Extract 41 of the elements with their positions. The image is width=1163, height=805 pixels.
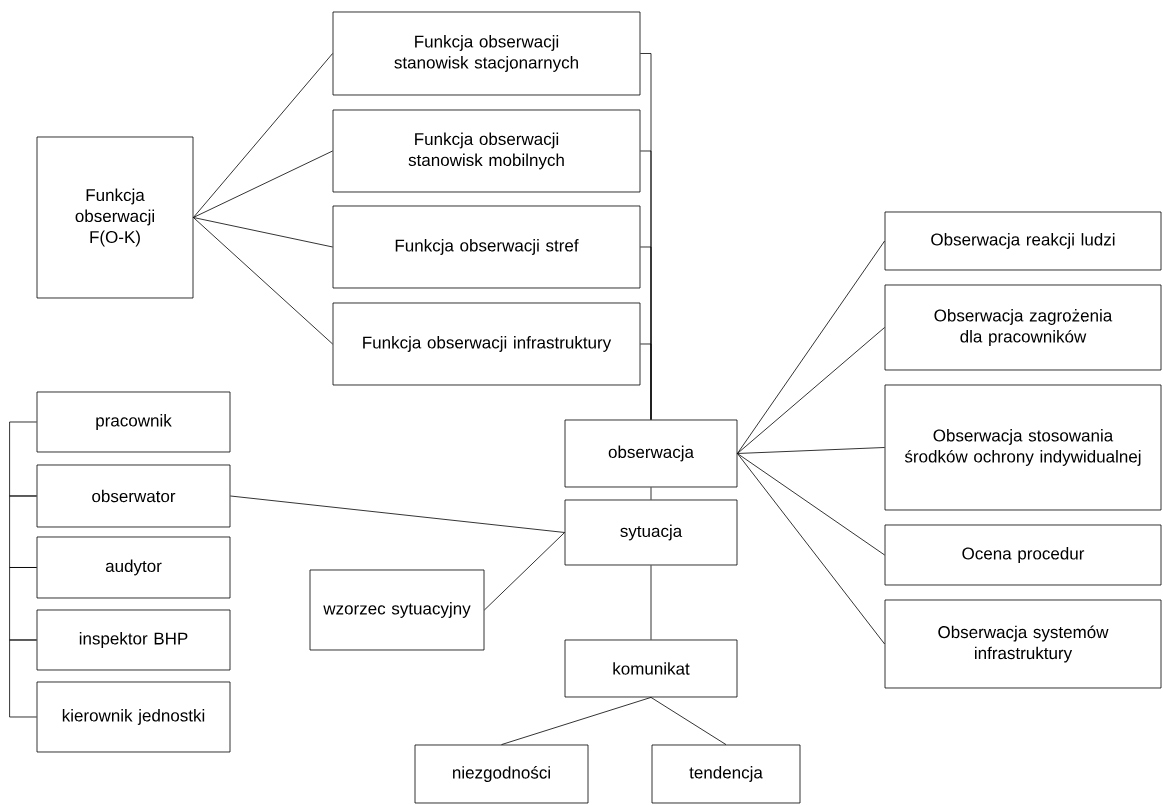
role-box: pracownik [36,391,231,453]
connector-line [484,532,565,611]
result-box: tendencja [651,744,801,804]
connector-line [193,217,333,345]
observation-box: Ocena procedur [884,524,1162,586]
connector-line [230,495,565,533]
bracket-line [9,495,37,568]
connector-line [737,453,885,645]
connector-line [650,565,652,640]
function-box: Funkcja obserwacji infrastruktury [332,302,641,386]
result-box: niezgodności [414,744,589,804]
function-box: Funkcja obserwacji stref [332,205,641,289]
bracket-line [9,567,37,641]
bracket-line [9,639,37,718]
bracket-line [9,421,37,497]
process-box: sytuacja [564,499,738,566]
connector-line [640,343,652,420]
observation-box: Obserwacja systemów infrastruktury [884,599,1162,689]
connector-line [737,327,885,454]
observation-box: Obserwacja reakcji ludzi [884,211,1162,271]
connector-line [650,697,727,745]
role-box: inspektor BHP [36,609,231,671]
connector-line [193,217,333,248]
function-box: Funkcja obserwacji stanowisk mobilnych [332,109,641,193]
process-box: obserwacja [564,419,738,488]
function-box: Funkcja obserwacji stanowisk stacjonarnych [332,11,641,96]
connector-line [501,697,652,745]
connector-line [193,150,333,218]
observation-box: Obserwacja stosowania środków ochrony indywidualnej [884,384,1162,511]
role-box: obserwator [36,464,231,528]
pattern-box: wzorzec sytuacyjny [309,569,485,651]
connector-line [737,453,885,556]
observation-box: Obserwacja zagrożenia dla pracowników [884,284,1162,371]
connector-line [737,240,885,454]
process-box: komunikat [564,639,738,698]
connector-line [193,53,333,218]
role-box: kierownik jednostki [36,681,231,753]
role-box: audytor [36,536,231,599]
connector-line [737,447,885,454]
function-box: Funkcja obserwacji F(O-K) [36,136,194,299]
connector-line [650,487,652,500]
